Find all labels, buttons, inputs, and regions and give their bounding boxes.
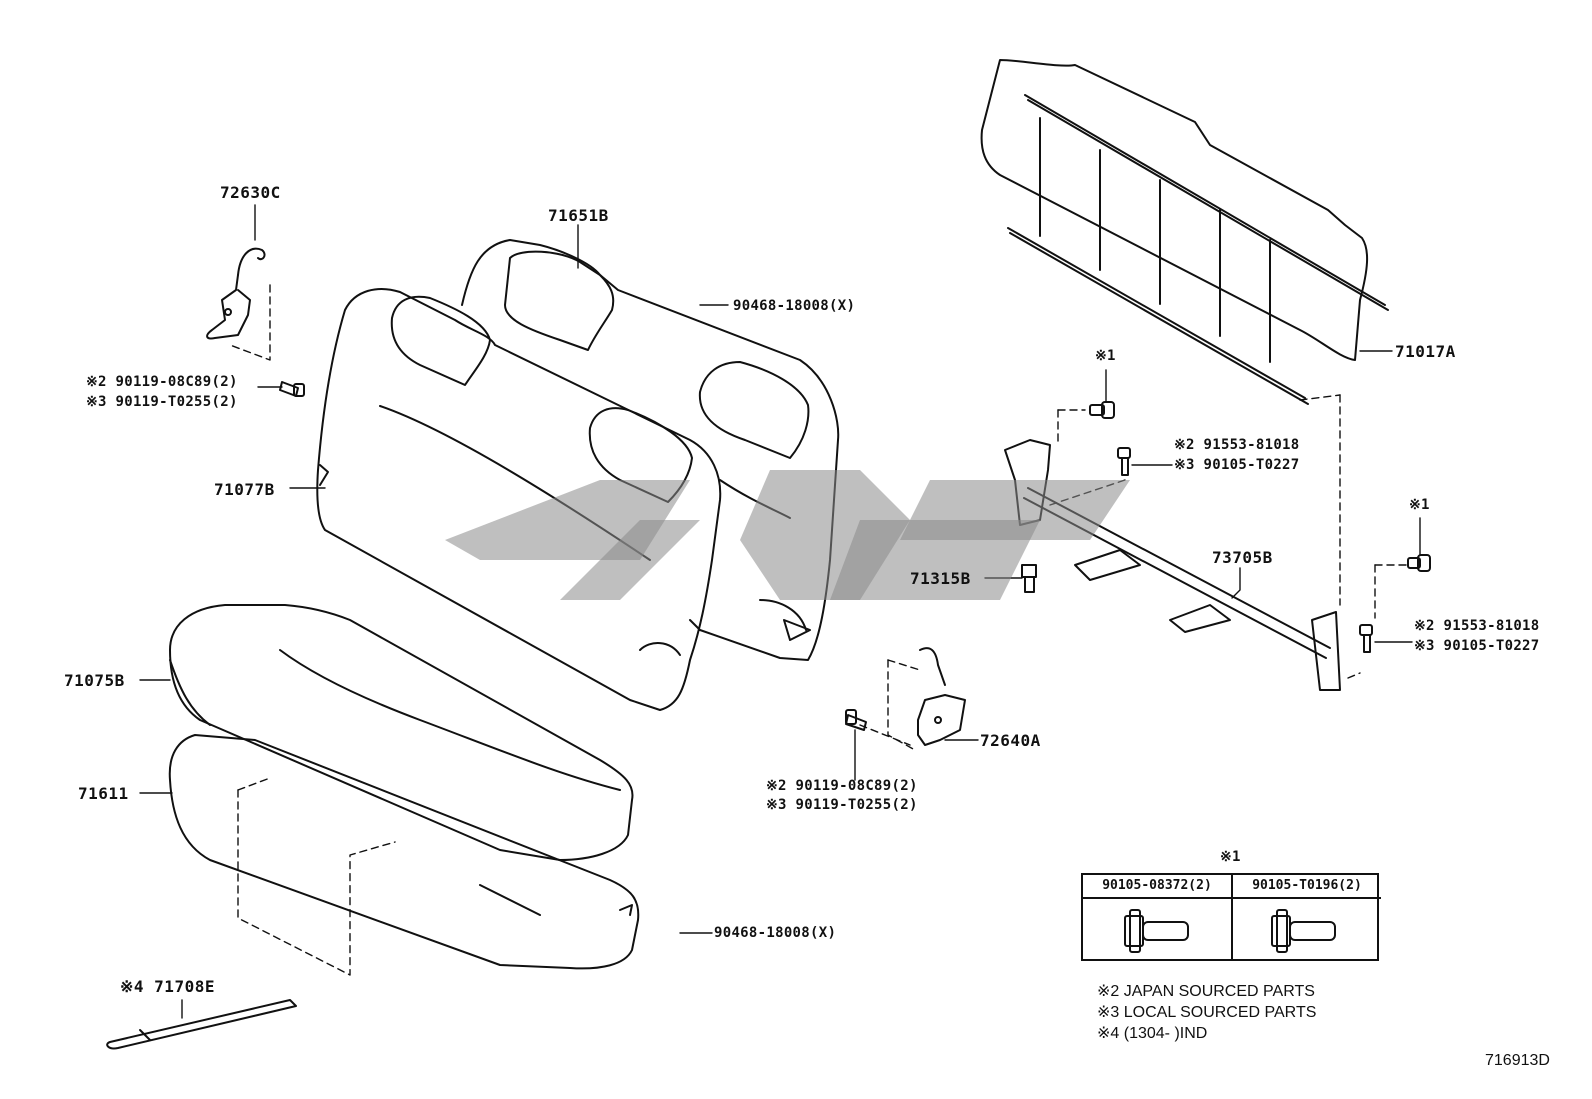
legend-column-1: 90105-08372(2) <box>1083 875 1231 959</box>
rear-seatback-71651B <box>461 239 840 661</box>
watermark-logo <box>445 470 1130 600</box>
shaft-73705B <box>1004 439 1341 691</box>
label-72640A: 72640A <box>980 731 1041 750</box>
note-local-sourced: ※3 LOCAL SOURCED PARTS <box>1097 1004 1317 1021</box>
seat-cushion-71075B <box>169 604 634 861</box>
label-71611: 71611 <box>78 784 129 803</box>
label-73705B: 73705B <box>1212 548 1273 567</box>
bolt-legend-table: 90105-08372(2) 90105-T0196(2) <box>1081 873 1381 961</box>
hook-72640A <box>917 647 966 746</box>
label-91553-top: ※2 91553-81018 <box>1174 437 1300 453</box>
bolt-91553-top <box>1117 447 1131 476</box>
label-91553-right: ※2 91553-81018 <box>1414 618 1540 634</box>
hook-72630C <box>206 247 266 340</box>
legend-title: ※1 <box>1220 849 1241 865</box>
label-90119-08C89-mid: ※2 90119-08C89(2) <box>766 778 918 794</box>
bolt-left-90119 <box>279 381 305 397</box>
label-72630C: 72630C <box>220 183 281 202</box>
label-mark1-right: ※1 <box>1409 497 1430 513</box>
label-90105-right: ※3 90105-T0227 <box>1414 638 1540 654</box>
label-71075B: 71075B <box>64 671 125 690</box>
label-90105-top: ※3 90105-T0227 <box>1174 457 1300 473</box>
seat-cushion-pad-71611 <box>168 734 640 970</box>
note-japan-sourced: ※2 JAPAN SOURCED PARTS <box>1097 983 1315 1000</box>
label-71315B: 71315B <box>910 569 971 588</box>
legend-bolt-icons <box>1124 909 1336 953</box>
label-90119-T0255-left: ※3 90119-T0255(2) <box>86 394 238 410</box>
label-71708E: ※4 71708E <box>120 977 215 996</box>
label-71017A: 71017A <box>1395 342 1456 361</box>
bolt-mid-90119 <box>845 709 867 731</box>
strap-71708E <box>106 999 297 1050</box>
tonneau-cover-71017A <box>980 59 1389 405</box>
label-71077B: 71077B <box>214 480 275 499</box>
legend-column-2: 90105-T0196(2) <box>1231 875 1381 959</box>
label-90119-T0255-mid: ※3 90119-T0255(2) <box>766 797 918 813</box>
bolt-mark1-top <box>1089 401 1115 419</box>
note-ind: ※4 (1304- )IND <box>1097 1025 1208 1042</box>
label-mark1-top: ※1 <box>1095 348 1116 364</box>
legend-column-2-header: 90105-T0196(2) <box>1233 875 1381 899</box>
label-90119-08C89-left: ※2 90119-08C89(2) <box>86 374 238 390</box>
legend-column-1-header: 90105-08372(2) <box>1083 875 1231 899</box>
diagram-code: 716913D <box>1485 1052 1550 1069</box>
label-90468-top: 90468-18008(X) <box>733 298 856 314</box>
pin-71315B <box>1021 564 1037 593</box>
label-71651B: 71651B <box>548 206 609 225</box>
bolt-mark1-right <box>1407 554 1431 572</box>
label-90468-bottom: 90468-18008(X) <box>714 925 837 941</box>
bolt-91553-right <box>1359 624 1373 653</box>
